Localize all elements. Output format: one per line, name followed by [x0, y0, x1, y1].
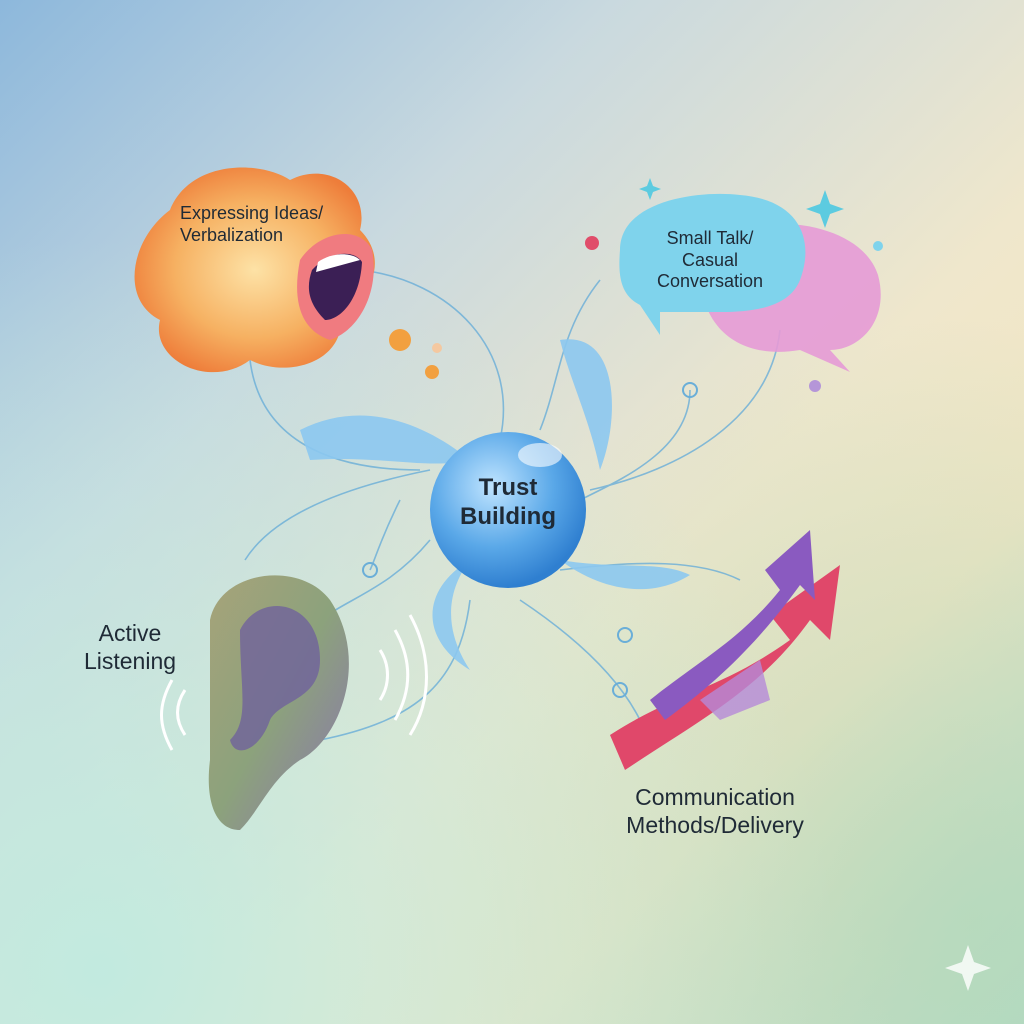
label-line: Small Talk/ — [666, 228, 754, 248]
node-label-expressing-ideas: Expressing Ideas/ Verbalization — [160, 203, 360, 246]
water-swirl-icon — [300, 339, 690, 670]
label-line: Expressing Ideas/ — [180, 203, 324, 223]
label-line: Listening — [83, 647, 177, 674]
label-line: Conversation — [656, 271, 764, 292]
label-line: Communication — [635, 784, 795, 810]
label-line: Active — [98, 620, 162, 646]
speech-bubbles-icon — [585, 178, 883, 392]
label-line: Methods/Delivery — [626, 811, 804, 838]
sparkle-icon — [945, 945, 991, 991]
node-label-communication-methods: Communication Methods/Delivery — [590, 784, 840, 839]
connector-nodes — [362, 382, 698, 698]
growth-arrow-icon — [610, 530, 840, 770]
fire-cloud-icon — [134, 167, 442, 379]
mouth-icon — [297, 233, 374, 340]
label-line: Verbalization — [180, 224, 284, 245]
center-label-line: Trust — [478, 474, 538, 501]
label-line: Casual — [681, 249, 739, 270]
node-label-active-listening: Active Listening — [60, 620, 200, 675]
node-label-small-talk: Small Talk/ Casual Conversation — [630, 228, 790, 293]
center-label-line: Building — [460, 502, 556, 530]
trust-sphere-icon — [430, 432, 586, 588]
center-label-trust-building: Trust Building — [448, 474, 568, 532]
ear-icon — [160, 575, 428, 830]
